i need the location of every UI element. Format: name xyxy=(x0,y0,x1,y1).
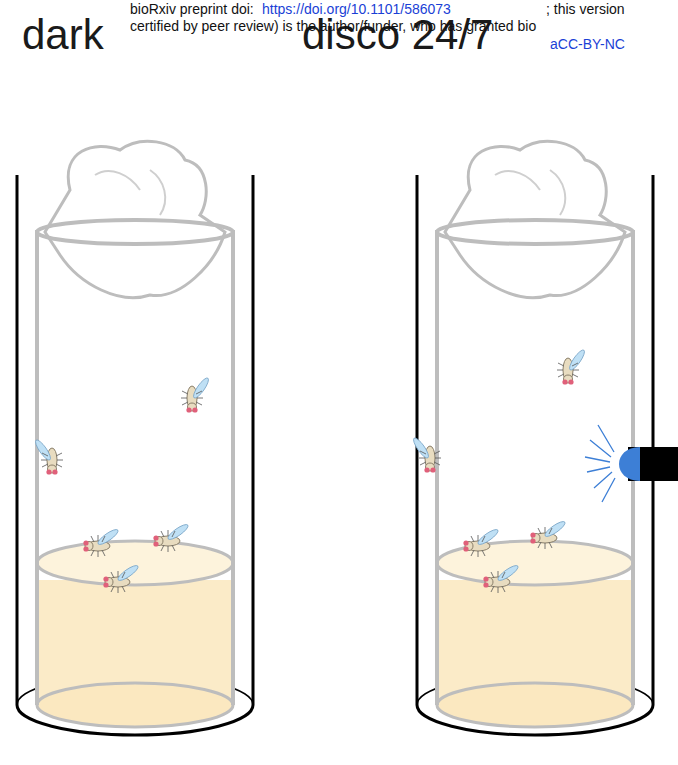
flies-disco xyxy=(411,348,586,593)
vial-dark xyxy=(17,141,253,735)
vial-disco xyxy=(417,141,653,735)
flashlight xyxy=(585,425,678,502)
preprint-header: ; this version xyxy=(546,2,625,16)
condition-label: dark xyxy=(22,14,104,56)
doi-link: https://doi.org/10.1101/586073 xyxy=(262,2,451,16)
license-label: aCC-BY-NC xyxy=(550,37,625,51)
preprint-header: bioRxiv preprint doi: xyxy=(130,2,254,16)
flies-dark xyxy=(33,376,210,593)
preprint-header: certified by peer review) is the author/… xyxy=(130,19,536,33)
